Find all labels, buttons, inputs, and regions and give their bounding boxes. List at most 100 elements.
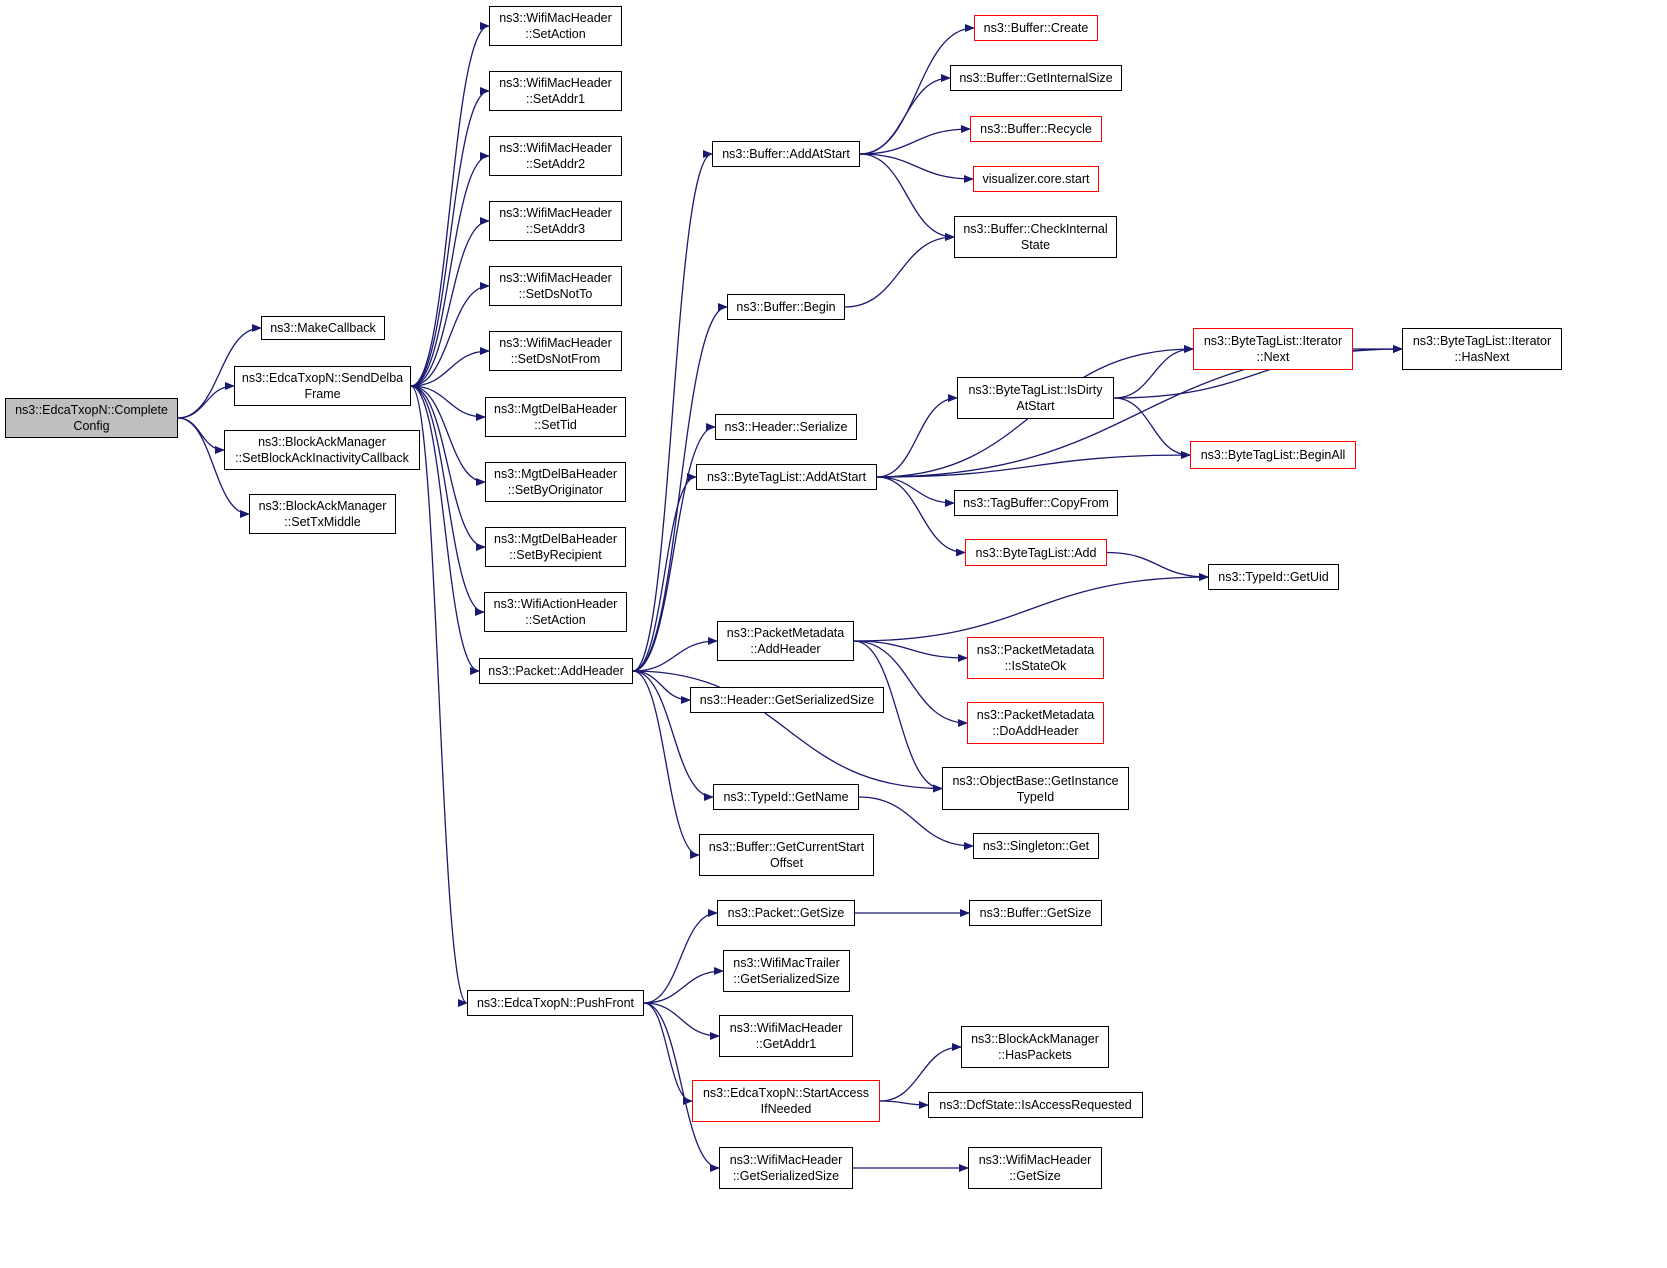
node-buffer-get-current-start-offset[interactable]: ns3::Buffer::GetCurrentStart Offset	[699, 834, 874, 876]
edge-packet-add-header-to-buffer-begin	[632, 303, 728, 672]
edge-btl-add-to-typeid-get-uid	[1106, 551, 1209, 581]
node-edca-start-access-if-needed[interactable]: ns3::EdcaTxopN::StartAccess IfNeeded	[692, 1080, 880, 1122]
node-buffer-get-internal-size[interactable]: ns3::Buffer::GetInternalSize	[950, 65, 1122, 91]
edge-edca-push-front-to-packet-get-size	[643, 909, 718, 1004]
edge-typeid-get-name-to-singleton-get	[858, 796, 974, 850]
edge-send-delba-frame-to-wmh-set-ds-not-from	[410, 347, 490, 387]
node-buffer-recycle[interactable]: ns3::Buffer::Recycle	[970, 116, 1102, 142]
node-singleton-get[interactable]: ns3::Singleton::Get	[973, 833, 1099, 859]
node-wifimactrailer-get-serialized-size[interactable]: ns3::WifiMacTrailer ::GetSerializedSize	[723, 950, 850, 992]
node-set-blockack-inactivity-callback[interactable]: ns3::BlockAckManager ::SetBlockAckInacti…	[224, 430, 420, 470]
edge-packet-add-header-to-objectbase-get-instance-typeid	[632, 670, 943, 793]
node-objectbase-get-instance-typeid[interactable]: ns3::ObjectBase::GetInstance TypeId	[942, 767, 1129, 810]
edge-edca-start-access-if-needed-to-bam-has-packets	[879, 1043, 962, 1102]
edge-buffer-add-at-start-to-buffer-check-internal-state	[859, 153, 955, 241]
node-wifimacheader-get-serialized-size[interactable]: ns3::WifiMacHeader ::GetSerializedSize	[719, 1147, 853, 1189]
edge-edca-start-access-if-needed-to-dcfstate-is-access-requested	[879, 1100, 929, 1109]
node-set-tx-middle[interactable]: ns3::BlockAckManager ::SetTxMiddle	[249, 494, 396, 534]
edge-edca-push-front-to-wmh-get-addr1	[643, 1002, 720, 1040]
node-wifimacheader-set-ds-not-from[interactable]: ns3::WifiMacHeader ::SetDsNotFrom	[489, 331, 622, 371]
edge-buffer-add-at-start-to-visualizer-core-start	[859, 153, 974, 183]
node-wifimacheader-set-addr3[interactable]: ns3::WifiMacHeader ::SetAddr3	[489, 201, 622, 241]
node-buffer-check-internal-state[interactable]: ns3::Buffer::CheckInternal State	[954, 216, 1117, 258]
edge-pm-add-header-to-objectbase-get-instance-typeid	[853, 640, 943, 793]
node-buffer-add-at-start[interactable]: ns3::Buffer::AddAtStart	[712, 141, 860, 167]
edge-send-delba-frame-to-wmh-set-addr1	[410, 87, 490, 387]
node-packetmetadata-is-state-ok[interactable]: ns3::PacketMetadata ::IsStateOk	[967, 637, 1104, 679]
node-wifimacheader-get-addr1[interactable]: ns3::WifiMacHeader ::GetAddr1	[719, 1015, 853, 1057]
node-wifimacheader-set-action[interactable]: ns3::WifiMacHeader ::SetAction	[489, 6, 622, 46]
node-typeid-get-name[interactable]: ns3::TypeId::GetName	[713, 784, 859, 810]
node-complete-config[interactable]: ns3::EdcaTxopN::Complete Config	[5, 398, 178, 438]
node-mgtdelbaheader-set-by-originator[interactable]: ns3::MgtDelBaHeader ::SetByOriginator	[485, 462, 626, 502]
edge-buffer-begin-to-buffer-check-internal-state	[844, 233, 955, 308]
edge-btl-add-at-start-to-tagbuffer-copy-from	[876, 476, 955, 507]
edge-btl-add-at-start-to-btl-add	[876, 476, 966, 557]
node-send-delba-frame[interactable]: ns3::EdcaTxopN::SendDelba Frame	[234, 366, 411, 406]
node-typeid-get-uid[interactable]: ns3::TypeId::GetUid	[1208, 564, 1339, 590]
node-bytetaglist-add[interactable]: ns3::ByteTagList::Add	[965, 539, 1107, 566]
edge-packet-add-header-to-header-serialize	[632, 423, 716, 672]
edge-buffer-add-at-start-to-buffer-recycle	[859, 125, 971, 155]
node-wifimacheader-get-size[interactable]: ns3::WifiMacHeader ::GetSize	[968, 1147, 1102, 1189]
edge-buffer-add-at-start-to-buffer-get-internal-size	[859, 74, 951, 155]
node-wifiactionheader-set-action[interactable]: ns3::WifiActionHeader ::SetAction	[484, 592, 627, 632]
edge-send-delba-frame-to-wah-set-action	[410, 385, 485, 616]
node-packet-add-header[interactable]: ns3::Packet::AddHeader	[479, 658, 633, 684]
node-wifimacheader-set-addr1[interactable]: ns3::WifiMacHeader ::SetAddr1	[489, 71, 622, 111]
node-header-get-serialized-size[interactable]: ns3::Header::GetSerializedSize	[690, 687, 884, 713]
node-bytetaglist-iterator-next[interactable]: ns3::ByteTagList::Iterator ::Next	[1193, 328, 1353, 370]
edge-btl-add-at-start-to-btl-begin-all	[876, 451, 1191, 478]
node-mgtdelbaheader-set-by-recipient[interactable]: ns3::MgtDelBaHeader ::SetByRecipient	[485, 527, 626, 567]
edge-send-delba-frame-to-edca-push-front	[410, 385, 468, 1007]
edge-btl-is-dirty-at-start-to-btl-iterator-next	[1113, 345, 1194, 399]
edge-send-delba-frame-to-mdh-set-by-recipient	[410, 385, 486, 551]
node-header-serialize[interactable]: ns3::Header::Serialize	[715, 414, 857, 440]
node-packet-get-size[interactable]: ns3::Packet::GetSize	[717, 900, 855, 926]
edge-pm-add-header-to-pm-do-add-header	[853, 640, 968, 727]
edge-packet-add-header-to-header-get-serialized-size	[632, 670, 691, 704]
node-edca-push-front[interactable]: ns3::EdcaTxopN::PushFront	[467, 990, 644, 1016]
node-buffer-get-size[interactable]: ns3::Buffer::GetSize	[969, 900, 1102, 926]
node-make-callback[interactable]: ns3::MakeCallback	[261, 316, 385, 340]
node-buffer-create[interactable]: ns3::Buffer::Create	[974, 15, 1098, 41]
node-bytetaglist-iterator-has-next[interactable]: ns3::ByteTagList::Iterator ::HasNext	[1402, 328, 1562, 370]
node-dcfstate-is-access-requested[interactable]: ns3::DcfState::IsAccessRequested	[928, 1092, 1143, 1118]
edge-send-delba-frame-to-mdh-set-by-originator	[410, 385, 486, 486]
edge-send-delba-frame-to-wmh-set-ds-not-to	[410, 282, 490, 387]
edge-buffer-add-at-start-to-buffer-create	[859, 24, 975, 155]
edge-complete-config-to-set-blockack-inactivity-cb	[177, 417, 225, 454]
node-tagbuffer-copy-from[interactable]: ns3::TagBuffer::CopyFrom	[954, 490, 1118, 516]
edge-send-delba-frame-to-wmh-set-addr3	[410, 217, 490, 387]
edge-send-delba-frame-to-wmh-set-action	[410, 22, 490, 387]
edge-btl-is-dirty-at-start-to-btl-begin-all	[1113, 397, 1191, 459]
node-blockackmanager-has-packets[interactable]: ns3::BlockAckManager ::HasPackets	[961, 1026, 1109, 1068]
node-bytetaglist-add-at-start[interactable]: ns3::ByteTagList::AddAtStart	[696, 464, 877, 490]
edge-packet-add-header-to-buffer-get-current-start-offset	[632, 670, 700, 859]
node-wifimacheader-set-ds-not-to[interactable]: ns3::WifiMacHeader ::SetDsNotTo	[489, 266, 622, 306]
edge-pm-add-header-to-typeid-get-uid	[853, 573, 1209, 642]
edge-btl-add-at-start-to-btl-is-dirty-at-start	[876, 394, 958, 478]
node-packetmetadata-do-add-header[interactable]: ns3::PacketMetadata ::DoAddHeader	[967, 702, 1104, 744]
edge-send-delba-frame-to-wmh-set-addr2	[410, 152, 490, 387]
node-buffer-begin[interactable]: ns3::Buffer::Begin	[727, 294, 845, 320]
node-visualizer-core-start[interactable]: visualizer.core.start	[973, 166, 1099, 192]
edge-packet-add-header-to-btl-add-at-start	[632, 473, 697, 672]
node-packetmetadata-add-header[interactable]: ns3::PacketMetadata ::AddHeader	[717, 621, 854, 661]
edge-complete-config-to-make-callback	[177, 324, 262, 419]
edge-edca-push-front-to-wmh-get-serialized-size	[643, 1002, 720, 1172]
edge-packet-add-header-to-typeid-get-name	[632, 670, 714, 801]
node-mgtdelbaheader-set-tid[interactable]: ns3::MgtDelBaHeader ::SetTid	[485, 397, 626, 437]
edge-edca-push-front-to-wmt-get-serialized-size	[643, 967, 724, 1004]
edge-edca-push-front-to-edca-start-access-if-needed	[643, 1002, 693, 1105]
edge-pm-add-header-to-pm-is-state-ok	[853, 640, 968, 662]
edge-packet-add-header-to-pm-add-header	[632, 637, 718, 672]
edge-complete-config-to-set-tx-middle	[177, 417, 250, 518]
node-bytetaglist-begin-all[interactable]: ns3::ByteTagList::BeginAll	[1190, 441, 1356, 469]
node-wifimacheader-set-addr2[interactable]: ns3::WifiMacHeader ::SetAddr2	[489, 136, 622, 176]
edge-send-delba-frame-to-mdh-set-tid	[410, 385, 486, 421]
edge-send-delba-frame-to-packet-add-header	[410, 385, 480, 675]
node-bytetaglist-is-dirty-at-start[interactable]: ns3::ByteTagList::IsDirty AtStart	[957, 377, 1114, 419]
edge-packet-add-header-to-buffer-add-at-start	[632, 150, 713, 672]
